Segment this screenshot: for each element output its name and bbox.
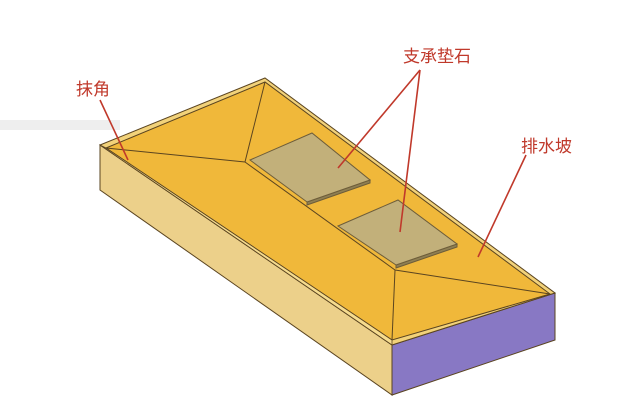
bearing-pad-1-top <box>249 132 372 203</box>
slope-ridge-lines <box>105 81 551 341</box>
leader-bearing-pad-2 <box>399 69 421 233</box>
bearing-pad-2 <box>336 199 459 269</box>
leader-chamfer <box>99 99 129 161</box>
hip-line-top <box>244 81 266 163</box>
chamfer-strip <box>99 144 393 346</box>
hip-line-left-top <box>105 147 246 163</box>
label-chamfer: 抹角 <box>76 80 110 100</box>
ridge-line <box>244 161 396 271</box>
hip-line-bottom <box>391 269 396 341</box>
label-drainage-slope: 排水坡 <box>521 137 572 157</box>
bearing-pad-1 <box>249 132 372 206</box>
label-bearing-pad: 支承垫石 <box>403 47 471 67</box>
background-strip <box>0 120 120 130</box>
leader-bearing-pad-1 <box>337 69 421 169</box>
callout-leaders <box>99 69 527 258</box>
bearing-pad-2-top <box>336 199 459 266</box>
leader-drainage-slope <box>477 154 527 258</box>
hip-line-right-bottom <box>394 269 551 295</box>
